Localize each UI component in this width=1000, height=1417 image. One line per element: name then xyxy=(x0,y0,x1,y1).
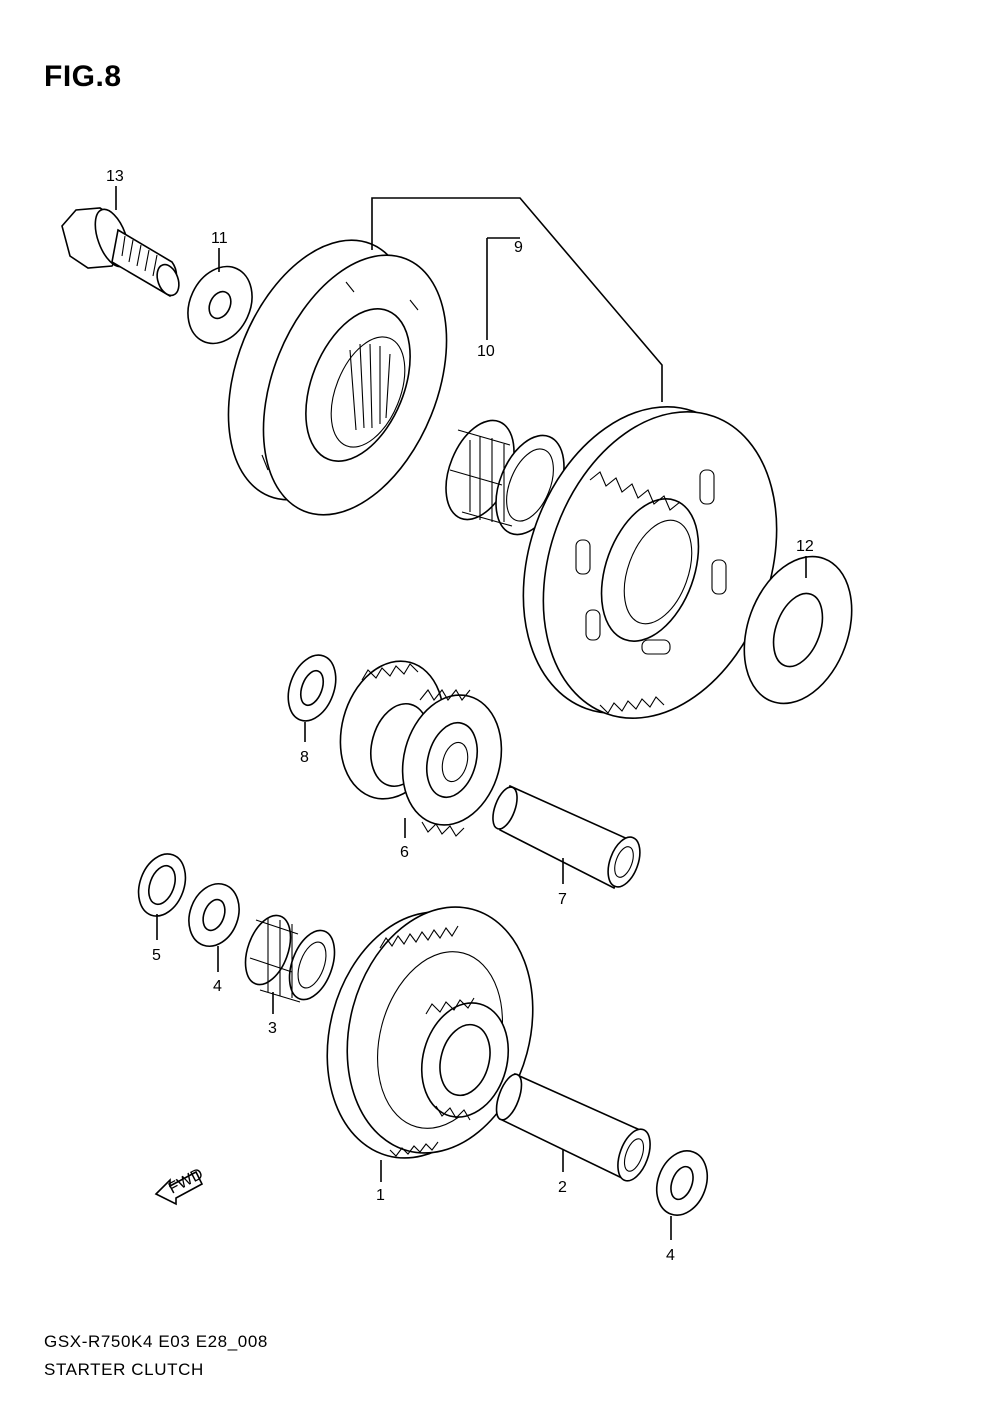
part-4-washer-upper[interactable] xyxy=(181,877,248,954)
callout-5: 5 xyxy=(152,947,161,964)
callout-3: 3 xyxy=(268,1020,277,1037)
callout-12: 12 xyxy=(796,538,814,555)
leader-lines xyxy=(115,186,807,1240)
callout-1: 1 xyxy=(376,1187,385,1204)
part-4-washer-lower[interactable] xyxy=(648,1144,716,1222)
part-12-washer[interactable] xyxy=(725,541,871,718)
part-8-washer[interactable] xyxy=(280,649,345,728)
callout-6: 6 xyxy=(400,844,409,861)
callout-11: 11 xyxy=(211,230,228,247)
callout-4-upper: 4 xyxy=(213,978,222,995)
part-1-reduction-gear[interactable] xyxy=(301,886,560,1179)
part-6-idle-gear[interactable] xyxy=(326,649,516,837)
part-2-shaft[interactable] xyxy=(491,1071,656,1185)
callout-8: 8 xyxy=(300,749,309,766)
part-3-needle-bearing[interactable] xyxy=(237,909,343,1005)
callout-7: 7 xyxy=(558,891,567,908)
callout-10: 10 xyxy=(477,343,495,360)
figure-title: FIG.8 xyxy=(44,60,122,93)
part-11-washer[interactable] xyxy=(176,256,264,354)
forward-direction-arrow: FWD xyxy=(154,1165,206,1206)
callout-4-lower: 4 xyxy=(666,1247,675,1264)
part-5-washer[interactable] xyxy=(130,847,193,922)
section-name: STARTER CLUTCH xyxy=(44,1360,204,1379)
part-9-clutch-housing[interactable] xyxy=(193,213,482,542)
part-7-shaft[interactable] xyxy=(488,784,646,891)
callout-2: 2 xyxy=(558,1179,567,1196)
model-code: GSX-R750K4 E03 E28_008 xyxy=(44,1332,268,1351)
callout-9: 9 xyxy=(514,239,523,256)
callout-13: 13 xyxy=(106,168,124,185)
part-9-starter-driven-gear[interactable] xyxy=(483,374,818,751)
part-13-bolt[interactable] xyxy=(61,205,183,298)
part-9-bracket xyxy=(371,197,663,402)
